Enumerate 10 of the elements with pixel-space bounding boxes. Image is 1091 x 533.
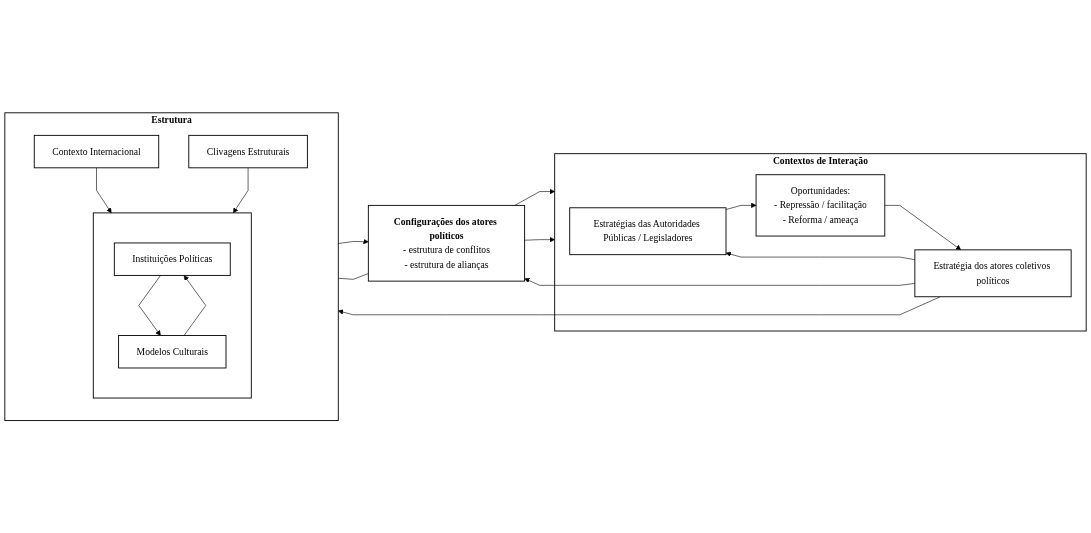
node-box: Configurações dos atores políticos - estrutura de conflitos - estrutura de alianças [367,204,526,282]
node-box: Contexto Internacional [33,134,160,169]
node-box: Instituições Políticas [113,242,231,276]
node-box: Modelos Culturais [118,334,227,369]
node-box: Estratégia dos atores coletivos políticos [914,249,1072,297]
node-box: Oportunidades: - Repressão / facilitação - Reforma / ameaça [755,174,886,237]
cluster [92,212,252,399]
connector [337,273,369,280]
node-box: Clivagens Estruturais [188,134,308,169]
node-box: Estratégias das Autoridades Públicas / Legisladores [569,207,727,255]
